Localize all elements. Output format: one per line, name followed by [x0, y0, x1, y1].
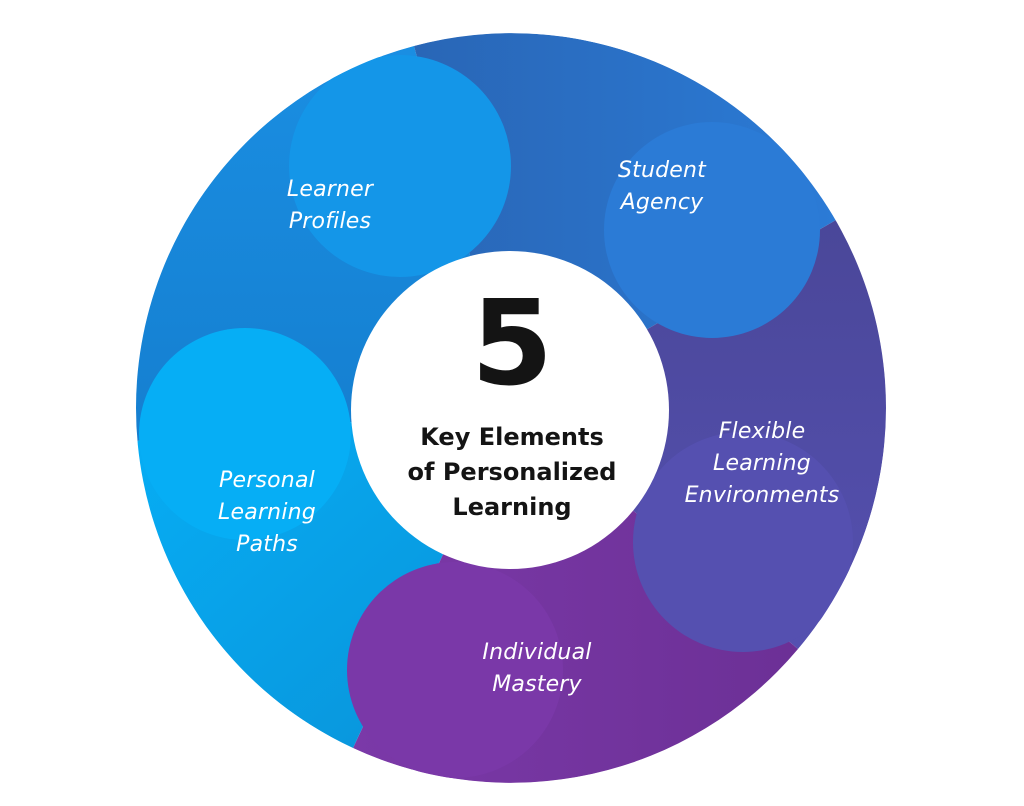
label-line: Learner: [286, 177, 374, 202]
label-line: Profiles: [288, 209, 372, 234]
center-circle: [351, 251, 669, 569]
label-line: Mastery: [492, 672, 582, 697]
center-title-line: of Personalized: [407, 458, 617, 486]
center-title: Key Elements of Personalized Learning: [408, 420, 617, 525]
label-flexible-learning-environments: Flexible Learning Environments: [685, 416, 840, 512]
label-personal-learning-paths: Personal Learning Paths: [218, 465, 316, 561]
segment-head-mastery[interactable]: [347, 562, 563, 778]
center-number: 5: [470, 274, 554, 412]
label-student-agency: Student Agency: [618, 155, 706, 219]
label-line: Paths: [236, 532, 298, 557]
center-title-line: Learning: [452, 493, 572, 521]
center-title-line: Key Elements: [420, 423, 604, 451]
label-line: Flexible: [718, 419, 806, 444]
label-line: Agency: [620, 190, 704, 215]
label-line: Individual: [482, 640, 592, 665]
label-line: Learning: [713, 451, 811, 476]
segment-head-personal-paths[interactable]: [139, 328, 351, 540]
label-learner-profiles: Learner Profiles: [287, 174, 373, 238]
label-line: Learning: [218, 500, 316, 525]
label-line: Environments: [684, 483, 840, 508]
segment-head-flexible[interactable]: [633, 432, 853, 652]
label-individual-mastery: Individual Mastery: [482, 637, 591, 701]
label-line: Student: [617, 158, 707, 183]
label-line: Personal: [219, 468, 315, 493]
segment-head-learner-profiles[interactable]: [289, 55, 511, 277]
segment-head-student-agency[interactable]: [604, 122, 820, 338]
